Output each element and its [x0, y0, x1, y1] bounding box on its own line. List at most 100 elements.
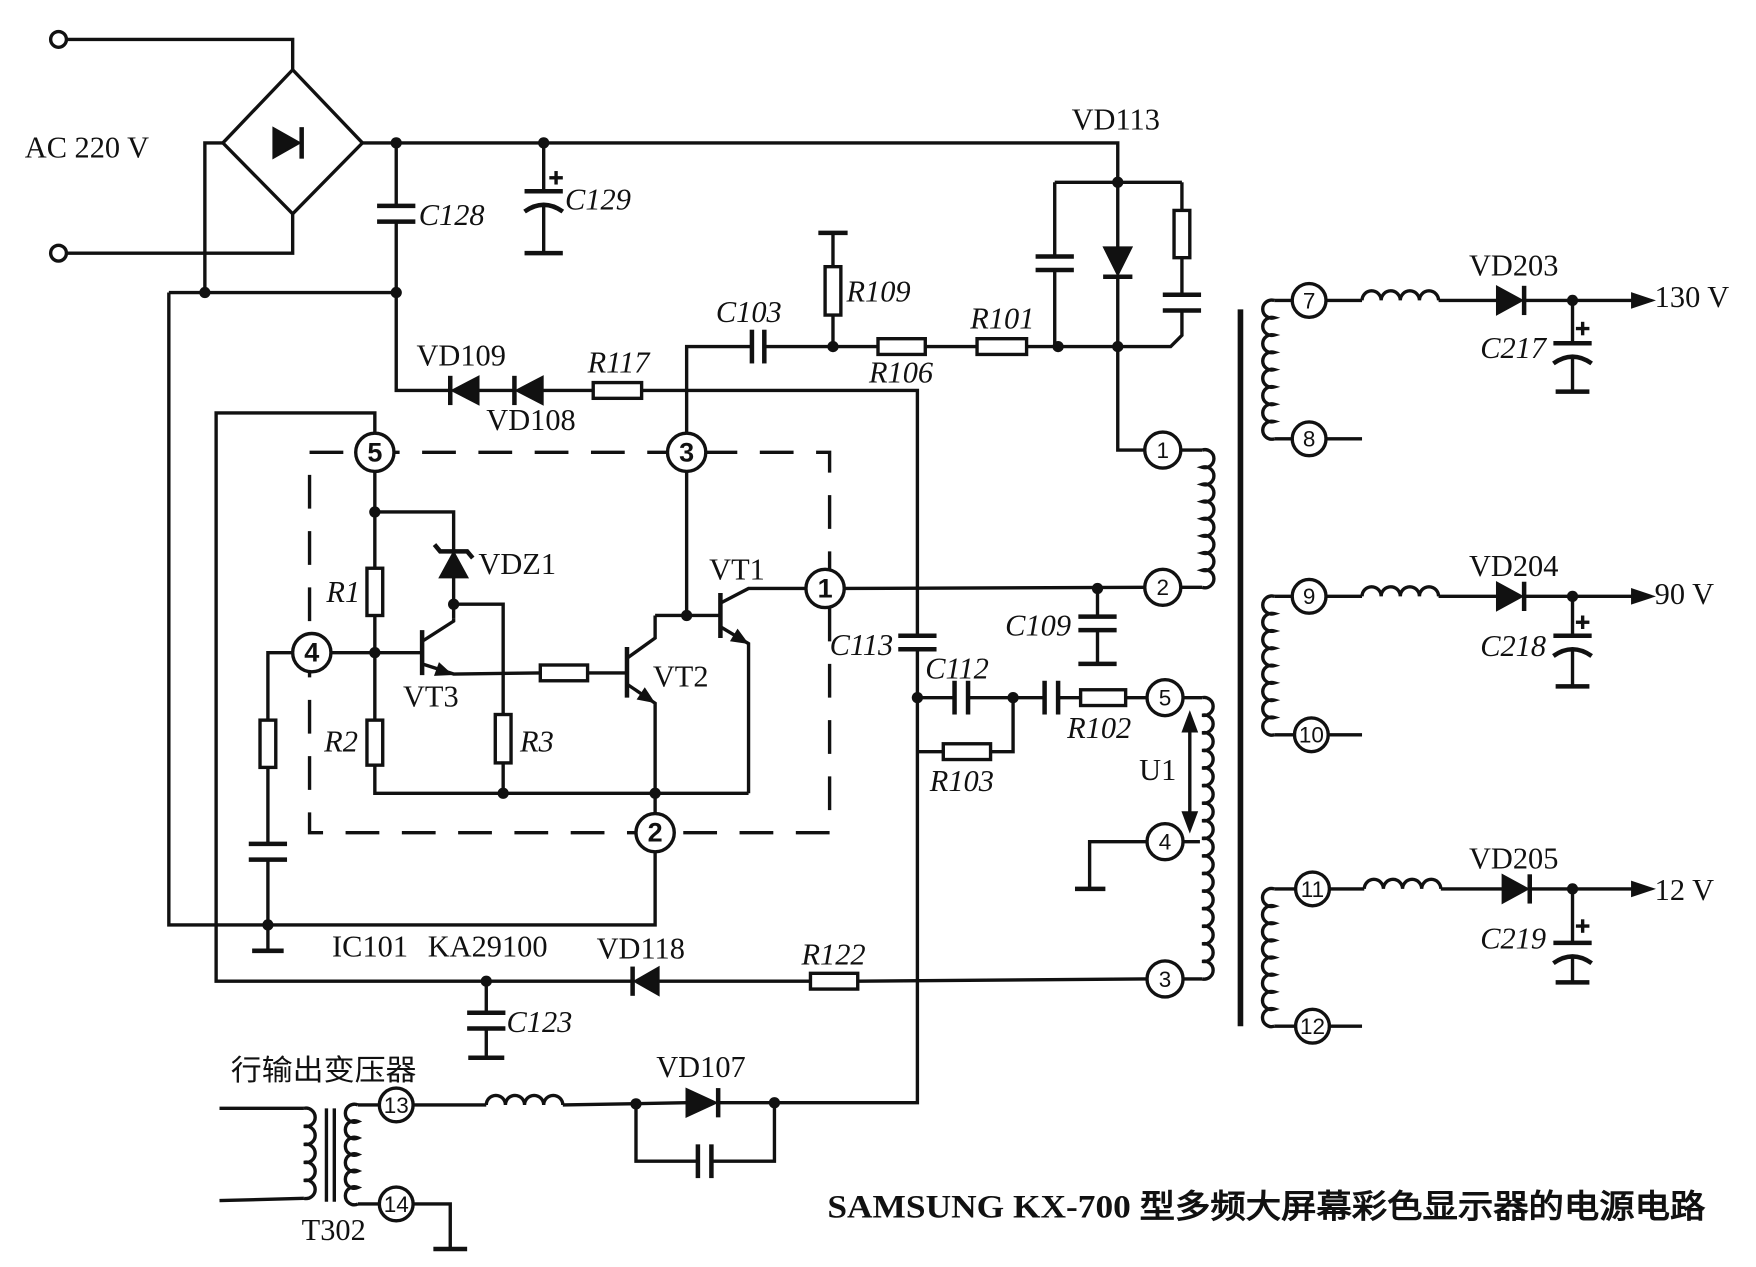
- pin-7-label: 7: [1303, 288, 1316, 313]
- t302-label: T302: [302, 1213, 366, 1247]
- diode-icon: [1495, 580, 1525, 612]
- ic101: R1 R2 VDZ1 R3 VT3 VT2: [290, 431, 846, 963]
- output-arrow-icon: [1631, 292, 1657, 309]
- inductor-icon: [1360, 585, 1441, 597]
- vd108-label: VD108: [486, 403, 575, 437]
- output-130v-label: 130 V: [1655, 280, 1730, 314]
- wire: [857, 977, 1148, 983]
- output-12v-label: 12 V: [1655, 873, 1714, 907]
- capacitor-c112: C112: [925, 652, 989, 715]
- c113-label: C113: [830, 628, 894, 662]
- u1-label: U1: [1139, 753, 1176, 787]
- wire: [684, 344, 752, 434]
- vdz1-label: VDZ1: [478, 547, 556, 581]
- capacitor-c129: C129: [523, 142, 631, 256]
- r103-label: R103: [929, 764, 994, 798]
- wire: [413, 1202, 452, 1249]
- c109-label: C109: [1005, 609, 1071, 643]
- transformer-primary: 1 2 5 4 3 U1: [1139, 430, 1216, 999]
- arrow-up-icon: [1181, 710, 1199, 733]
- resistor-r106: R106: [868, 337, 934, 390]
- r117-label: R117: [587, 345, 652, 379]
- ic-pin-2-label: 2: [648, 818, 663, 848]
- resistor-r101: R101: [969, 302, 1034, 357]
- inductor-icon: [1362, 877, 1443, 890]
- vd113-label: VD113: [1072, 102, 1160, 136]
- c103-label: C103: [716, 295, 782, 329]
- transistor-vt2: [624, 615, 657, 814]
- r3-label: R3: [519, 725, 554, 759]
- ic-pin-5-label: 5: [367, 437, 382, 467]
- wire-main-rail: [362, 141, 1120, 183]
- vd204-label: VD204: [1469, 549, 1558, 583]
- resistor-base: [538, 663, 590, 683]
- capacitor-c109: C109: [1005, 588, 1117, 667]
- resistor-r102: R102: [1066, 688, 1131, 745]
- pin-12-label: 12: [1300, 1014, 1325, 1039]
- arrow-down-icon: [1181, 811, 1199, 834]
- ic-pin-1: [804, 567, 846, 610]
- ic-part-number: KA29100: [428, 929, 548, 963]
- vt3-label: VT3: [403, 680, 459, 714]
- r101-label: R101: [969, 302, 1034, 336]
- secondary-coil: [1260, 886, 1280, 1029]
- resistor-r3: [493, 712, 513, 765]
- ic-pin-4: [290, 631, 333, 674]
- primary-pin-3-label: 3: [1159, 967, 1172, 992]
- flyback-transformer-t302: 13 14 行输出变压器 T302: [219, 1054, 416, 1247]
- primary-pin-5-label: 5: [1159, 686, 1172, 711]
- pin-10-label: 10: [1299, 723, 1324, 748]
- vt2-label: VT2: [653, 659, 709, 693]
- bridge-diode-icon: [272, 126, 302, 160]
- inductor-icon: [1360, 289, 1441, 301]
- pin4-rc-network: [248, 718, 288, 954]
- secondary-pin-10: [1292, 716, 1330, 754]
- secondary-pin-11: [1293, 870, 1332, 908]
- primary-pin-2: [1143, 567, 1183, 608]
- resistor-r122: R122: [800, 937, 866, 991]
- primary-pin-4-label: 4: [1159, 830, 1172, 855]
- wire: [66, 213, 295, 255]
- resistor-r1: [365, 566, 385, 618]
- diode-vd109: VD109: [416, 339, 506, 406]
- wire: [203, 141, 223, 293]
- resistor-r2: [365, 718, 385, 767]
- c123-label: C123: [507, 1005, 573, 1039]
- primary-pin-1-label: 1: [1157, 438, 1170, 463]
- transistor-vt1: [718, 586, 806, 794]
- ic-pin-3-label: 3: [679, 437, 694, 467]
- secondary-pin-8: [1290, 420, 1328, 458]
- vd118-label: VD118: [597, 932, 685, 966]
- primary-coil-1-2: [1196, 447, 1216, 590]
- wire: [562, 1101, 687, 1107]
- bridge-diamond: [220, 67, 365, 217]
- bridge-rectifier: [220, 67, 365, 217]
- r2-label: R2: [323, 725, 358, 759]
- t302-secondary-coil: [343, 1102, 363, 1207]
- ac-terminal-top: [48, 29, 69, 49]
- vd109-label: VD109: [416, 339, 505, 373]
- wire: [167, 292, 657, 927]
- ic-pin-5: [354, 431, 396, 474]
- pin-14-label: 14: [384, 1192, 409, 1217]
- wire: [66, 37, 295, 70]
- c128-label: C128: [419, 198, 485, 232]
- output-90v-label: 90 V: [1655, 577, 1714, 611]
- pin-13-label: 13: [384, 1093, 409, 1118]
- primary-pin-1: [1143, 430, 1183, 470]
- wire: [1116, 276, 1145, 452]
- capacitor-c128: C128: [377, 142, 485, 293]
- t302-primary-coil: [303, 1106, 317, 1201]
- ac-input: AC 220 V: [25, 29, 295, 263]
- output-arrow-icon: [1631, 880, 1657, 898]
- wire: [214, 411, 633, 983]
- ic-pin-1-label: 1: [818, 573, 833, 603]
- diode-vd118: VD118: [597, 932, 685, 997]
- resistor-r117: R117: [587, 345, 652, 401]
- pin-11-label: 11: [1301, 877, 1324, 902]
- inductor-icon: [484, 1093, 565, 1106]
- secondary-12v: 11 12 VD205 C219 12 V: [1260, 842, 1714, 1045]
- secondary-coil: [1261, 298, 1281, 441]
